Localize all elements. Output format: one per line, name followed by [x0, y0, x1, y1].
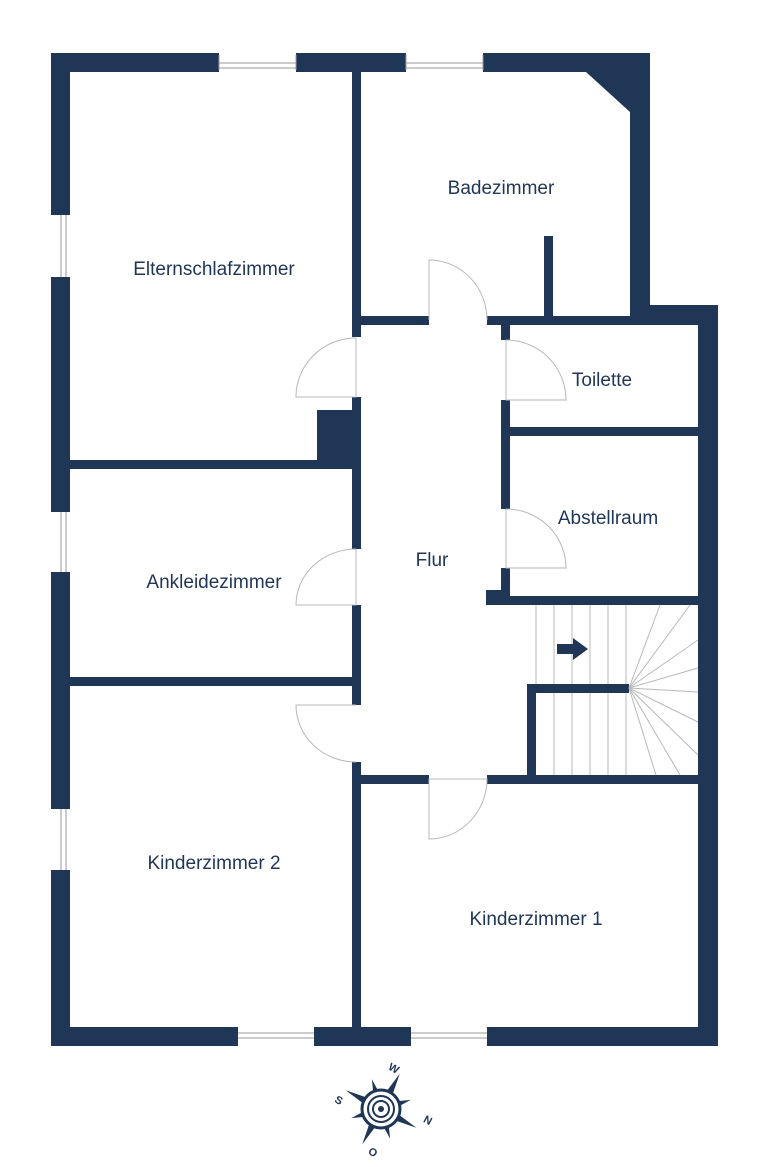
- wall-int-eltern-bad: [352, 72, 361, 337]
- label-elternschlafzimmer: Elternschlafzimmer: [133, 259, 295, 280]
- wall-top-left: [51, 53, 219, 72]
- wall-int-flur-left-2: [352, 605, 361, 705]
- wall-bottom-middle: [314, 1027, 411, 1046]
- label-abstellraum: Abstellraum: [558, 508, 658, 529]
- label-badezimmer: Badezimmer: [448, 178, 555, 199]
- wall-int-stair-top: [527, 684, 629, 693]
- doors: [295, 259, 567, 840]
- wall-int-stair-side: [527, 684, 536, 784]
- wall-left-4: [51, 870, 70, 1046]
- label-kinderzimmer-1: Kinderzimmer 1: [469, 909, 602, 930]
- wall-int-flur-right-2: [501, 400, 510, 509]
- wall-int-flur-left-3: [352, 762, 361, 1027]
- wall-int-eltern-ankleide: [70, 460, 361, 469]
- label-kinderzimmer-2: Kinderzimmer 2: [147, 853, 280, 874]
- window-bottom-2: [411, 1032, 487, 1039]
- wall-int-flur-left-1: [352, 397, 361, 549]
- door-badezimmer: [428, 259, 488, 321]
- label-ankleidezimmer: Ankleidezimmer: [146, 572, 282, 593]
- window-top-1: [218, 55, 297, 70]
- door-kinderzimmer-2-arc: [295, 704, 357, 763]
- door-abstellraum: [505, 508, 567, 569]
- window-left-3: [60, 809, 67, 870]
- door-elternschlafzimmer: [295, 337, 357, 398]
- compass-icon: [345, 1073, 417, 1145]
- wall-int-abstell-stairs: [501, 596, 698, 605]
- window-bottom-1: [238, 1032, 314, 1039]
- door-ankleidezimmer: [295, 548, 357, 606]
- wall-top-right: [483, 53, 650, 72]
- arrow-right-icon: [557, 638, 588, 660]
- windows: [60, 55, 487, 1039]
- wall-int-bad-flur: [361, 316, 429, 325]
- wall-int-toilette-abstell: [501, 427, 698, 436]
- compass-letter-south: S: [332, 1094, 344, 1108]
- wall-int-bad-toilette: [487, 316, 698, 325]
- label-toilette: Toilette: [572, 370, 632, 391]
- wall-int-flur-right-1: [501, 316, 510, 340]
- interior-walls: [70, 72, 698, 1027]
- door-toilette: [505, 339, 567, 401]
- wall-bottom-right: [487, 1027, 718, 1046]
- wall-left-1: [51, 53, 70, 215]
- window-left-2: [60, 512, 67, 572]
- wall-int-ankleide-kinder2: [70, 677, 361, 686]
- window-left-1: [60, 215, 67, 277]
- wall-top-middle: [296, 53, 406, 72]
- wall-int-bad-stub: [544, 236, 553, 325]
- wall-int-flur-kinder1-left: [361, 775, 429, 784]
- staircase: [535, 604, 699, 776]
- label-flur: Flur: [416, 550, 449, 571]
- wall-left-2: [51, 277, 70, 512]
- wall-right-outer: [698, 305, 718, 1046]
- wall-int-flur-kinder1-right: [487, 775, 698, 784]
- compass-letter-east: O: [366, 1146, 380, 1161]
- window-top-2: [405, 55, 484, 70]
- wall-left-3: [51, 572, 70, 809]
- door-kinderzimmer-1: [428, 778, 488, 840]
- wall-int-flur-right-3: [501, 568, 510, 604]
- compass-letter-north: N: [421, 1114, 434, 1128]
- wall-right-bath: [630, 72, 650, 324]
- wall-int-post: [486, 590, 501, 605]
- shaft-block: [317, 410, 357, 460]
- wall-bottom-left: [51, 1027, 238, 1046]
- exterior-walls: [51, 53, 718, 1046]
